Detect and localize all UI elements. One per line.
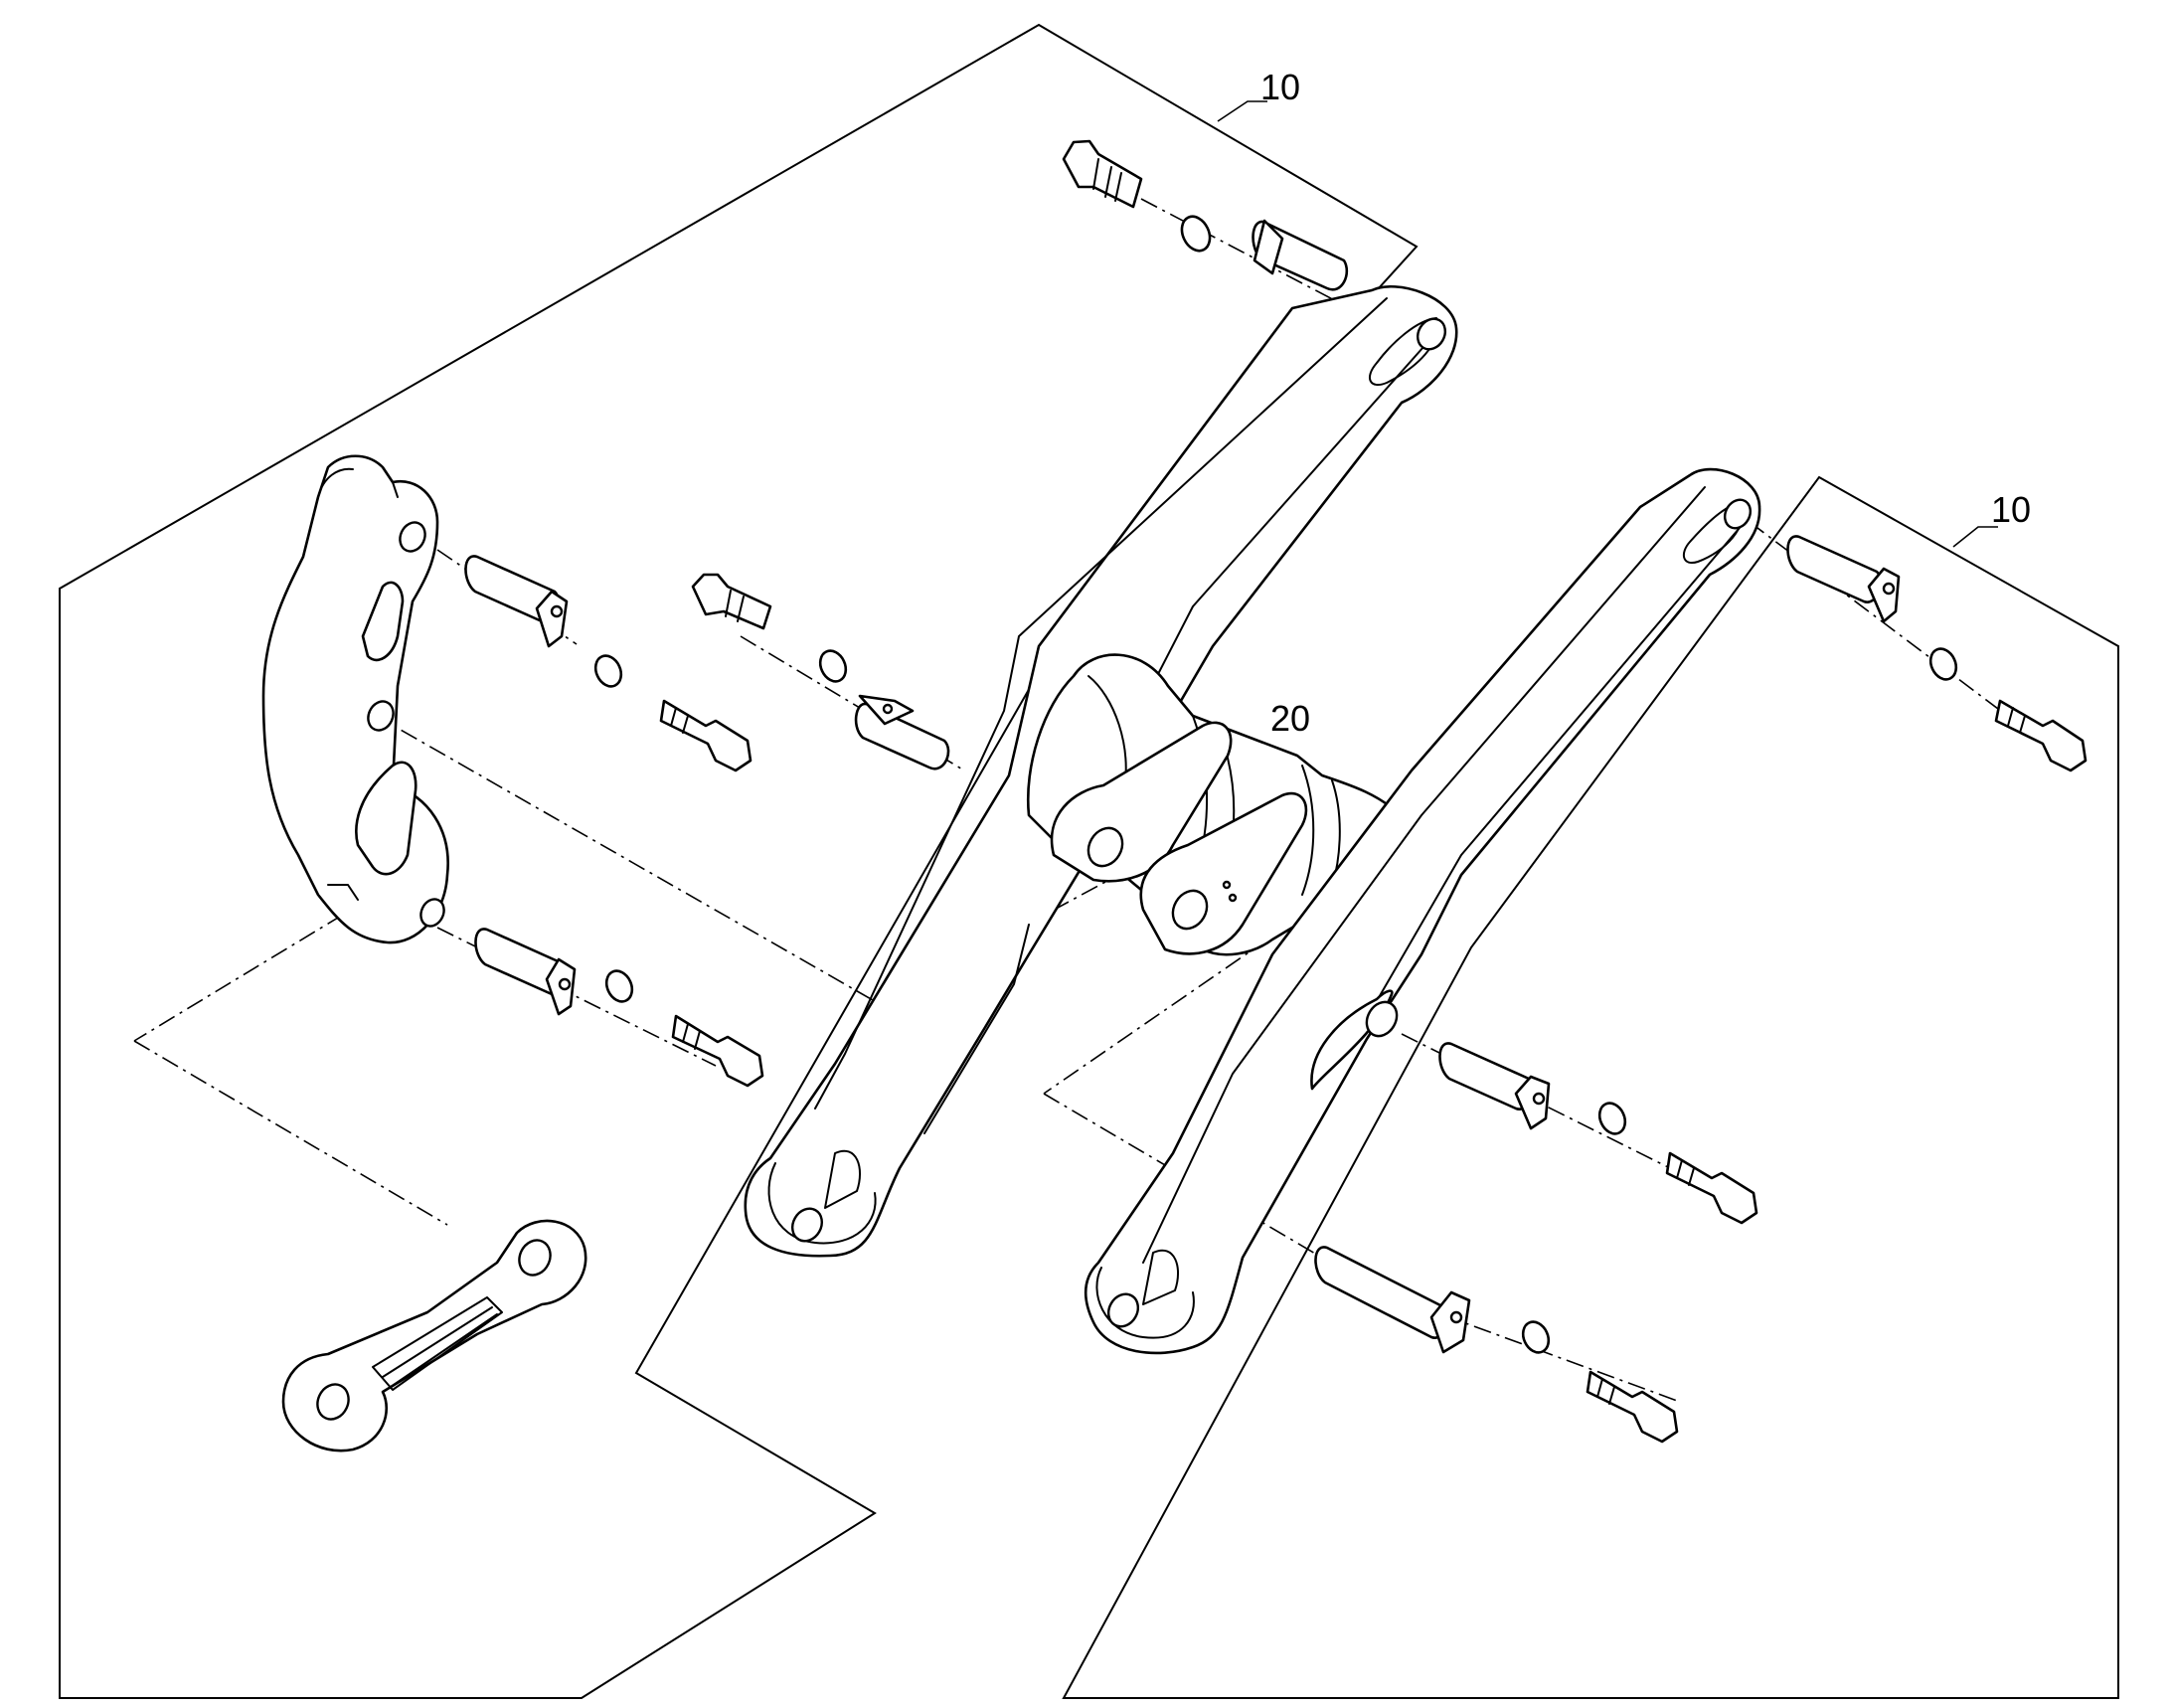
washer-right-upper [1928,647,1958,681]
bolt-top [1062,139,1143,209]
bellcrank-lever [261,454,449,944]
cross-tube [1026,653,1404,956]
bolt-right-middle [1665,1151,1758,1225]
pin-mid [854,694,950,770]
pin-right-lower [1314,1246,1471,1354]
washer-left-lower [604,969,634,1003]
pin-right-upper [1786,535,1901,623]
hardware [464,139,2088,1444]
callout-10-top: 10 [1260,67,1300,107]
bolt-right-upper [1994,699,2088,772]
callout-20: 20 [1270,698,1310,739]
washer-left-upper [593,654,623,688]
callout-10-right: 10 [1991,489,2031,530]
bolt-mid [691,573,772,630]
link-rod [281,1219,587,1452]
pin-right-middle [1438,1042,1551,1130]
washer-right-lower [1521,1320,1551,1354]
bolt-left-upper [659,699,752,772]
leader-10-top [1217,100,1267,122]
group-frame-right [1062,475,2119,1699]
washer-top [1180,215,1212,253]
pin-left-upper [464,555,569,648]
leader-10-right [1952,526,1998,548]
washer-right-middle [1597,1102,1627,1135]
lift-arm-right [1084,467,1761,1355]
bolt-left-lower [671,1014,764,1088]
pin-left-lower [474,928,577,1016]
bolt-right-lower [1586,1370,1679,1444]
washer-mid [818,649,848,683]
pin-top [1252,219,1349,291]
